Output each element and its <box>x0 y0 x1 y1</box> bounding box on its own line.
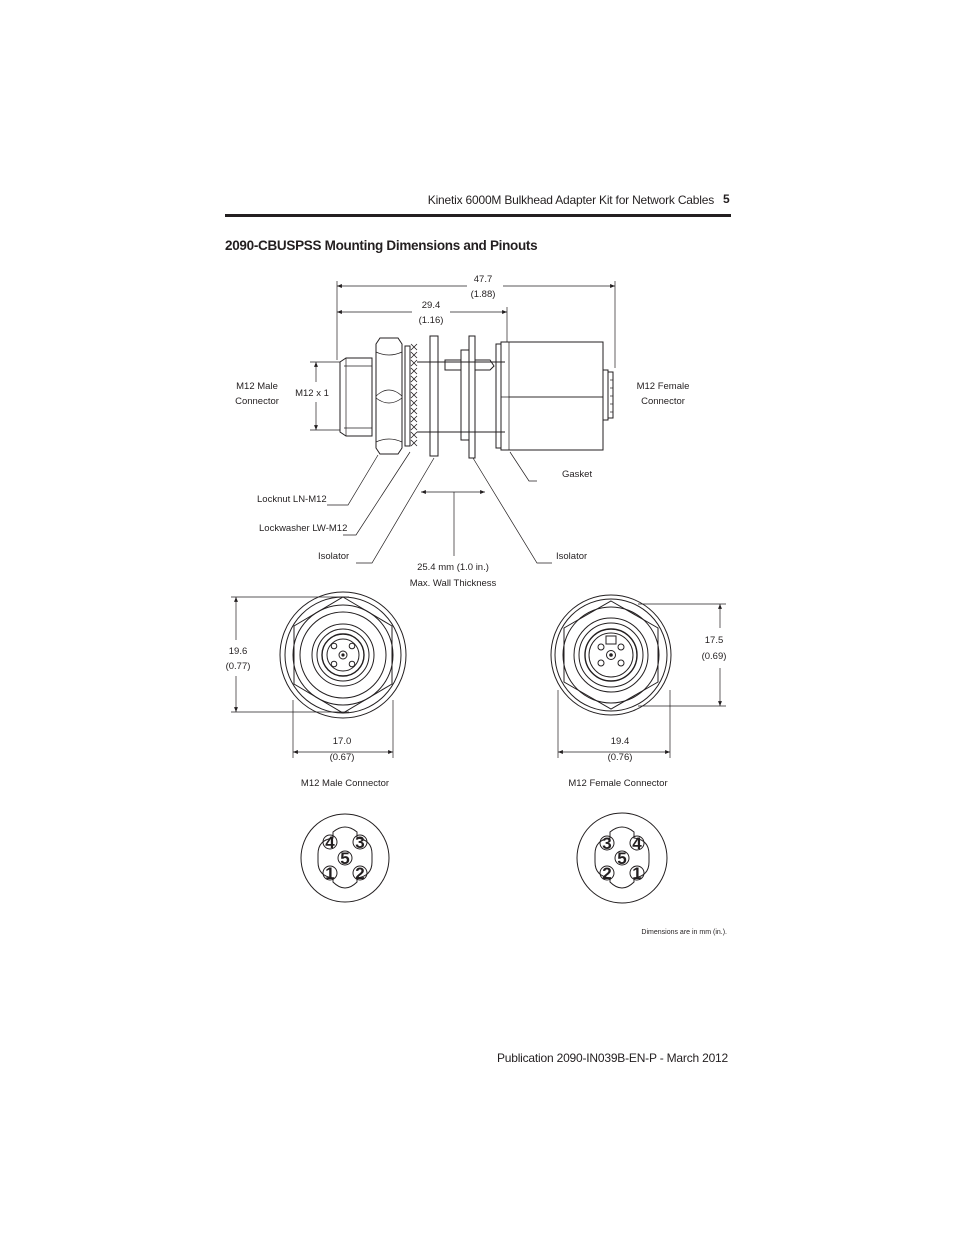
female-height-mm: 17.5 <box>705 635 724 646</box>
wall-thickness-label-1: 25.4 mm (1.0 in.) <box>417 562 489 573</box>
header-rule <box>225 214 731 217</box>
isolator-right-label: Isolator <box>556 551 587 562</box>
locknut-label: Locknut LN-M12 <box>257 494 327 505</box>
dimension-note: Dimensions are in mm (in.). <box>641 929 727 936</box>
overall-length-in: (1.88) <box>471 289 496 300</box>
female-pin-1: 1 <box>632 864 641 883</box>
thread-spec: M12 x 1 <box>295 388 329 399</box>
thread-length-mm: 29.4 <box>422 300 441 311</box>
male-caption: M12 Male Connector <box>301 778 389 789</box>
male-height-in: (0.77) <box>226 661 251 672</box>
female-width-mm: 19.4 <box>611 736 630 747</box>
page-number: 5 <box>723 192 730 206</box>
male-pinout: 4 3 5 1 2 <box>300 813 390 903</box>
female-end-view: 17.5 (0.69) 19.4 (0.76) M12 Female Conne… <box>550 594 727 789</box>
male-pin-3: 3 <box>355 833 364 852</box>
male-end-view: 19.6 (0.77) 17.0 (0.67) M12 Male Connect… <box>226 591 407 789</box>
female-pin-4: 4 <box>632 834 642 853</box>
male-pin-5: 5 <box>340 849 349 868</box>
female-pinout: 3 4 5 2 1 <box>576 812 668 904</box>
female-height-in: (0.69) <box>702 651 727 662</box>
running-title: Kinetix 6000M Bulkhead Adapter Kit for N… <box>427 193 714 207</box>
left-connector-label-2: Connector <box>235 396 279 407</box>
male-height-mm: 19.6 <box>229 646 248 657</box>
female-caption: M12 Female Connector <box>568 778 667 789</box>
male-pin-2: 2 <box>355 864 364 883</box>
female-pin-3: 3 <box>602 834 611 853</box>
overall-length-mm: 47.7 <box>474 274 493 285</box>
lockwasher-label: Lockwasher LW-M12 <box>259 523 347 534</box>
thread-length-in: (1.16) <box>419 315 444 326</box>
male-pin-4: 4 <box>325 833 335 852</box>
wall-thickness-label-2: Max. Wall Thickness <box>410 578 497 589</box>
isolator-left-label: Isolator <box>318 551 349 562</box>
female-pin-2: 2 <box>602 864 611 883</box>
male-width-mm: 17.0 <box>333 736 352 747</box>
male-pin-1: 1 <box>325 864 334 883</box>
right-connector-label-2: Connector <box>641 396 685 407</box>
female-pin-5: 5 <box>617 849 626 868</box>
female-width-in: (0.76) <box>608 752 633 763</box>
publication-footer: Publication 2090-IN039B-EN-P - March 201… <box>496 1051 728 1065</box>
male-width-in: (0.67) <box>330 752 355 763</box>
section-title: 2090-CBUSPSS Mounting Dimensions and Pin… <box>225 238 538 253</box>
right-connector-label-1: M12 Female <box>637 381 690 392</box>
gasket-label: Gasket <box>562 469 592 480</box>
side-view: 47.7 (1.88) 29.4 (1.16) M12 x 1 M12 Male… <box>235 274 689 589</box>
left-connector-label-1: M12 Male <box>236 381 278 392</box>
